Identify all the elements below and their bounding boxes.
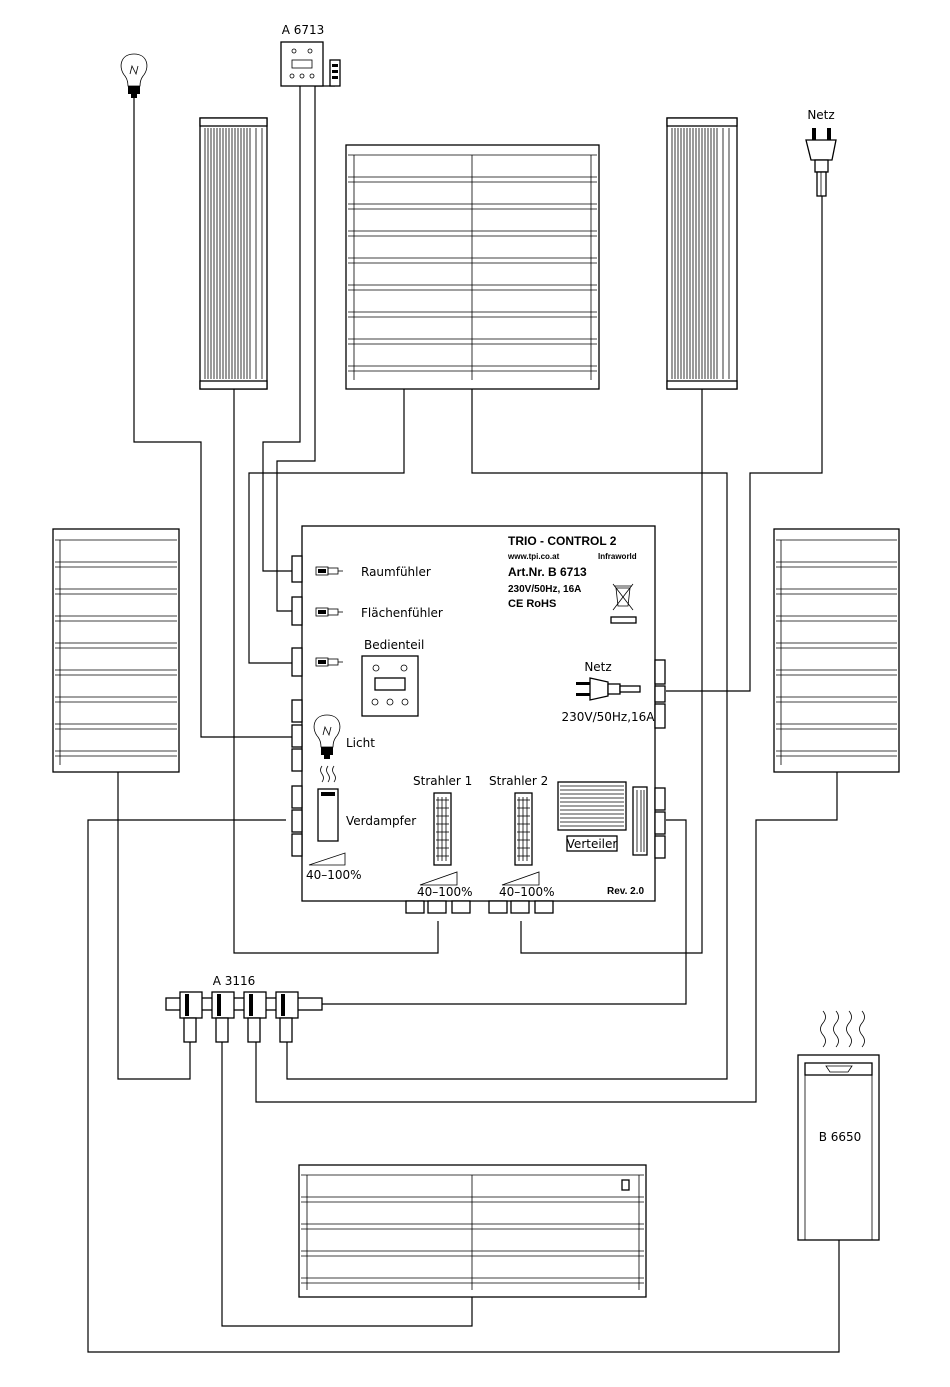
vaporizer-label: Verdampfer bbox=[346, 814, 416, 828]
evaporator-unit-b6650: B 6650 bbox=[798, 1011, 879, 1240]
heater2-label: Strahler 2 bbox=[489, 774, 548, 788]
light-label: Licht bbox=[346, 736, 375, 750]
mains-label: Netz bbox=[807, 108, 834, 122]
controller-brand: Infraworld bbox=[598, 552, 637, 561]
mains-plug: Netz bbox=[806, 108, 836, 196]
heater1-range-label: 40–100% bbox=[417, 885, 473, 899]
mains-rating-label: 230V/50Hz,16A bbox=[561, 710, 655, 724]
heater1-label: Strahler 1 bbox=[413, 774, 472, 788]
control-panel-label: Bedienteil bbox=[364, 638, 424, 652]
controller-url: www.tpi.co.at bbox=[507, 552, 560, 561]
remote-module-label: A 6713 bbox=[282, 23, 325, 37]
controller-artnr: Art.Nr. B 6713 bbox=[508, 565, 587, 579]
heater-tall-right bbox=[667, 118, 737, 389]
heater2-icon bbox=[515, 793, 532, 865]
panel-heater-top bbox=[346, 145, 599, 389]
splitter-a3116: A 3116 bbox=[166, 974, 322, 1042]
controller-rating: 230V/50Hz, 16A bbox=[508, 584, 581, 595]
panel-heater-bottom bbox=[299, 1165, 646, 1297]
controller-box: TRIO - CONTROL 2 www.tpi.co.at Infraworl… bbox=[292, 526, 665, 913]
evaporator-unit-label: B 6650 bbox=[819, 1130, 862, 1144]
panel-heater-right bbox=[774, 529, 899, 772]
surface-sensor-label: Flächenfühler bbox=[361, 606, 443, 620]
room-sensor-label: Raumfühler bbox=[361, 565, 431, 579]
revision-label: Rev. 2.0 bbox=[607, 886, 644, 897]
vaporizer-range-label: 40–100% bbox=[306, 868, 362, 882]
mains-inner-label: Netz bbox=[584, 660, 611, 674]
controller-ce: CE RoHS bbox=[508, 598, 556, 610]
panel-heater-left bbox=[53, 529, 179, 772]
distributor-label: Verteiler bbox=[567, 837, 618, 851]
heater2-range-label: 40–100% bbox=[499, 885, 555, 899]
heater1-icon bbox=[434, 793, 451, 865]
splitter-label: A 3116 bbox=[213, 974, 256, 988]
control-panel-device bbox=[362, 656, 418, 716]
remote-module-a6713: A 6713 bbox=[281, 23, 340, 86]
heater-tall-left bbox=[200, 118, 267, 389]
light-bulb-icon bbox=[121, 54, 147, 98]
controller-title: TRIO - CONTROL 2 bbox=[508, 534, 617, 548]
